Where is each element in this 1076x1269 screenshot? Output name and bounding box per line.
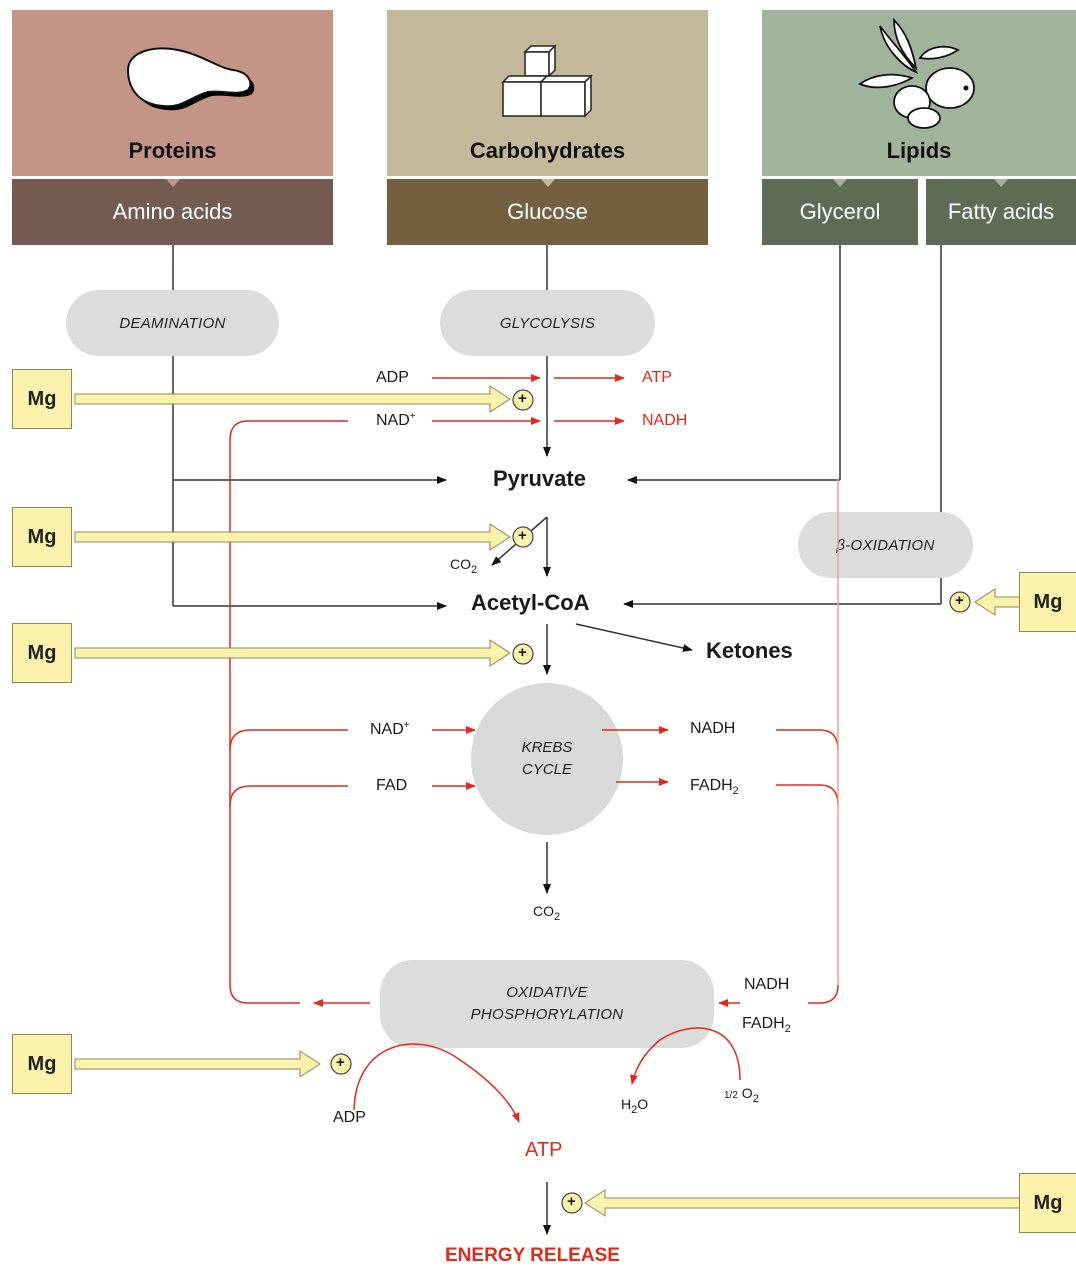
mg-label: Mg <box>27 1052 57 1075</box>
nad-charge: + <box>403 720 410 731</box>
amino-acids-label: Amino acids <box>112 199 233 224</box>
mg-label: Mg <box>1033 1191 1063 1214</box>
deamination-label: DEAMINATION <box>119 314 226 332</box>
proteins-title: Proteins <box>128 138 217 163</box>
fadh-text: FADH <box>690 777 733 794</box>
co-text: CO <box>450 556 471 572</box>
plus-sign: + <box>518 527 527 544</box>
mg-label: Mg <box>27 525 57 548</box>
mg-box-acetyl-coa: Mg <box>12 623 72 683</box>
fadh-text: FADH <box>742 1015 785 1032</box>
glycolysis-adp-label: ADP <box>376 369 409 386</box>
notch-marker <box>165 179 180 187</box>
output-atp-label: ATP <box>525 1139 563 1161</box>
mg-box-oxphos: Mg <box>12 1034 72 1094</box>
half-text: 1/2 <box>724 1090 738 1101</box>
h-text: H <box>621 1096 632 1112</box>
lipids-title: Lipids <box>886 138 952 163</box>
mg-box-energy: Mg <box>1019 1173 1076 1233</box>
oxphos-fadh2-label: FADH2 <box>742 1015 791 1035</box>
krebs-label-2: CYCLE <box>521 761 573 778</box>
oxphos-label-1: OXIDATIVE <box>506 984 588 1001</box>
mg-label: Mg <box>1033 590 1063 613</box>
subscript-2: 2 <box>732 785 739 797</box>
carbohydrates-title: Carbohydrates <box>469 138 626 163</box>
amino-acids-bar: Amino acids <box>12 179 333 245</box>
subscript-2: 2 <box>554 911 561 923</box>
subscript-2: 2 <box>784 1023 791 1035</box>
beta-oxidation-label: β-OXIDATION <box>836 536 935 554</box>
krebs-co2-label: CO2 <box>533 903 560 923</box>
fatty-acids-bar: Fatty acids <box>926 179 1076 245</box>
plus-sign: + <box>955 592 964 609</box>
o-text: O <box>637 1096 649 1112</box>
oxphos-adp-label: ADP <box>333 1109 366 1126</box>
glucose-label: Glucose <box>507 199 588 224</box>
krebs-label-1: KREBS <box>521 739 573 756</box>
krebs-fad-label: FAD <box>376 777 408 794</box>
nad-text: NAD <box>376 412 410 429</box>
subscript-2: 2 <box>752 1093 759 1105</box>
lipids-panel: Lipids <box>762 10 1076 176</box>
nad-text: NAD <box>370 721 404 738</box>
meat-icon <box>126 47 255 111</box>
notch-marker <box>833 179 847 187</box>
glycerol-label: Glycerol <box>799 199 881 224</box>
carbohydrates-panel: Carbohydrates <box>387 10 708 176</box>
water-label: H2O <box>621 1096 648 1116</box>
glycolysis-label: GLYCOLYSIS <box>499 314 596 332</box>
mg-box-pyruvate: Mg <box>12 507 72 567</box>
plus-sign: + <box>336 1054 345 1071</box>
deamination-process: DEAMINATION <box>66 290 279 356</box>
glycolysis-nadh-label: NADH <box>642 412 688 429</box>
mg-box-glycolysis: Mg <box>12 369 72 429</box>
plus-sign: + <box>518 390 527 407</box>
mg-label: Mg <box>27 641 57 664</box>
olives-icon <box>858 18 975 129</box>
plus-sign: + <box>567 1193 576 1210</box>
mg-box-beta-oxidation: Mg <box>1019 572 1076 632</box>
oxphos-label-2: PHOSPHORYLATION <box>470 1006 624 1023</box>
krebs-nadh-label: NADH <box>690 720 736 737</box>
krebs-nad-label: NAD+ <box>370 720 410 739</box>
co-text: CO <box>533 903 554 919</box>
fatty-acids-label: Fatty acids <box>947 199 1055 224</box>
glycerol-bar: Glycerol <box>762 179 918 245</box>
glucose-bar: Glucose <box>387 179 708 245</box>
energy-release-label: ENERGY RELEASE <box>445 1245 620 1266</box>
glycolysis-atp-label: ATP <box>642 369 672 386</box>
pyruvate-label: Pyruvate <box>493 466 586 491</box>
glycolysis-nad-label: NAD+ <box>376 411 416 430</box>
ketones-label: Ketones <box>706 638 793 663</box>
plus-sign: + <box>518 644 527 661</box>
mg-label: Mg <box>27 387 57 410</box>
pyruvate-co2-label: CO2 <box>450 556 477 576</box>
oxidative-phosphorylation-process: OXIDATIVE PHOSPHORYLATION <box>380 960 714 1048</box>
krebs-cycle: KREBS CYCLE <box>471 683 623 835</box>
half-oxygen-label: 1/2 O2 <box>724 1085 759 1105</box>
krebs-fadh2-label: FADH2 <box>690 777 739 797</box>
sugar-cubes-icon <box>501 44 593 118</box>
glycolysis-process: GLYCOLYSIS <box>440 290 655 356</box>
proteins-panel: Proteins <box>12 10 333 176</box>
nad-charge: + <box>409 411 416 422</box>
o-text: O <box>741 1085 753 1101</box>
acetyl-coa-label: Acetyl-CoA <box>471 590 590 615</box>
plus-circle-icon <box>330 389 971 1214</box>
notch-marker <box>540 179 555 187</box>
beta-oxidation-process: β-OXIDATION <box>798 512 973 578</box>
subscript-2: 2 <box>631 1104 638 1116</box>
subscript-2: 2 <box>471 564 478 576</box>
oxphos-nadh-label: NADH <box>744 976 790 993</box>
notch-marker <box>994 179 1008 187</box>
